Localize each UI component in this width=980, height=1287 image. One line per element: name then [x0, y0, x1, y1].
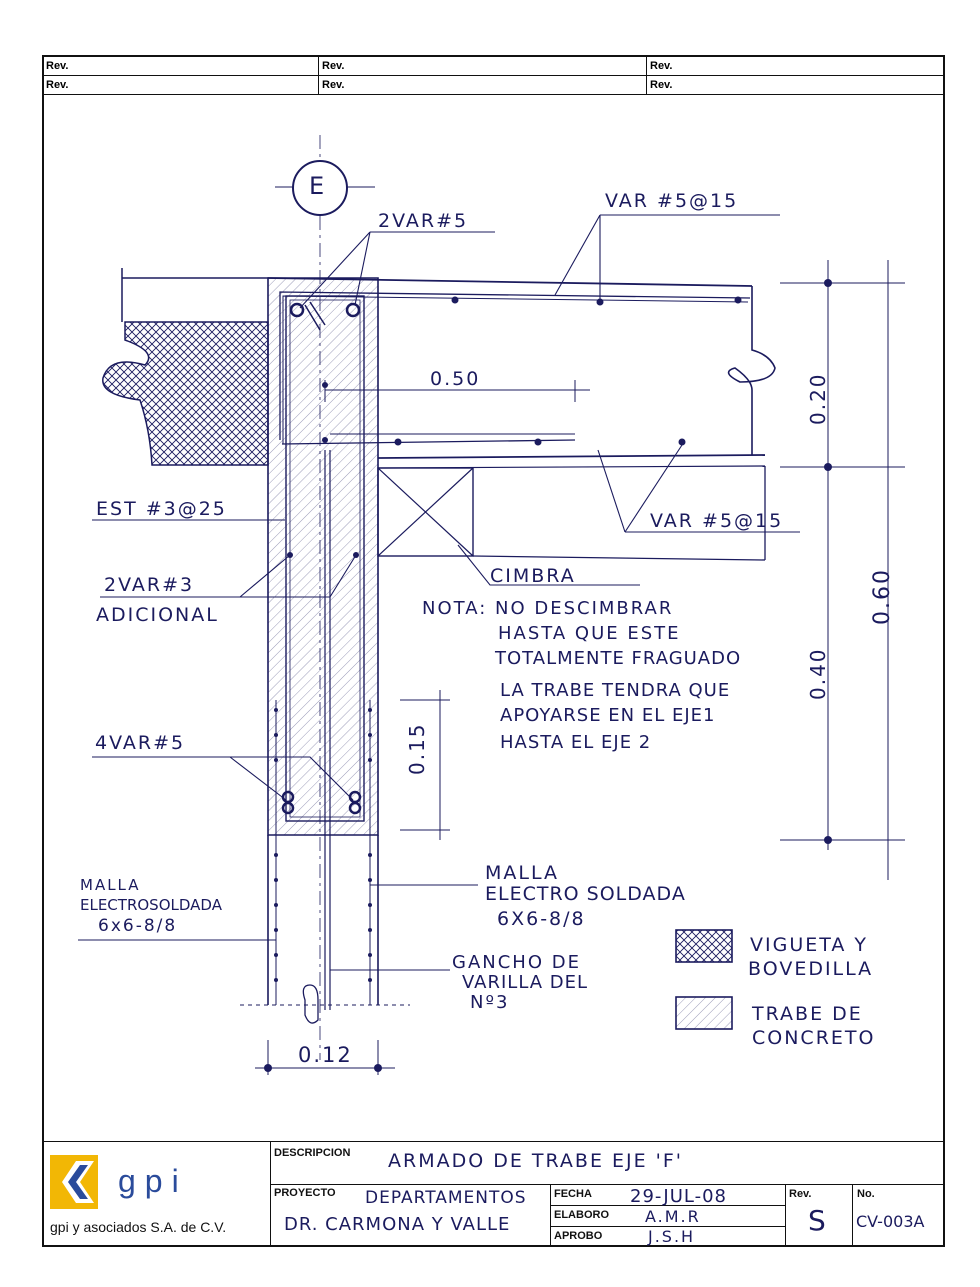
aprobo-label: APROBO	[554, 1230, 603, 1242]
leader-lines	[78, 214, 800, 971]
rev-label: Rev.	[46, 60, 69, 72]
proyecto-label: PROYECTO	[274, 1187, 336, 1199]
legend-trabe-2: CONCRETO	[752, 1027, 876, 1049]
title-block-top-border	[42, 1141, 945, 1142]
descripcion-label: DESCRIPCION	[274, 1147, 351, 1159]
legend-trabe-swatch	[675, 996, 733, 1030]
label-mesh-left-2: ELECTROSOLDADA	[80, 896, 222, 914]
legend-vigueta-swatch	[675, 929, 733, 963]
company-short-name: gpi	[118, 1163, 188, 1199]
elaboro-value: A.M.R	[645, 1207, 701, 1226]
label-mesh-right-1: MALLA	[485, 862, 559, 884]
label-mesh-right-2: ELECTRO SOLDADA	[485, 883, 686, 905]
label-wall-width: 0.12	[298, 1043, 353, 1067]
rev-block-label: Rev.	[789, 1188, 812, 1200]
revision-row-2: Rev. Rev. Rev.	[42, 76, 945, 95]
label-mesh-left-3: 6x6-8/8	[98, 916, 178, 936]
vigueta-bovedilla-section	[102, 321, 269, 466]
elaboro-label: ELABORO	[554, 1209, 609, 1221]
rev-divider	[318, 57, 319, 95]
legend-vigueta-1: VIGUETA Y	[750, 934, 869, 956]
label-dim-060: 0.60	[870, 568, 895, 625]
descripcion-value: ARMADO DE TRABE EJE 'F'	[388, 1150, 684, 1172]
axis-marker-circle	[292, 160, 348, 216]
label-hook-3: Nº3	[470, 992, 510, 1013]
slab-break-line	[727, 286, 776, 455]
label-slab-bottom-rebar: VAR #5@15	[650, 510, 784, 532]
no-value: CV-003A	[856, 1212, 925, 1231]
company-logo	[50, 1155, 98, 1209]
note-line-2: HASTA QUE ESTE	[498, 623, 681, 644]
revision-row-1: Rev. Rev. Rev.	[42, 57, 945, 76]
rev-label: Rev.	[650, 60, 673, 72]
note-line-3: TOTALMENTE FRAGUADO	[495, 648, 742, 669]
rebar-dots	[281, 296, 742, 815]
title-block-divider	[270, 1141, 271, 1247]
label-dim-040: 0.40	[806, 647, 830, 700]
label-hook-2: VARILLA DEL	[462, 972, 589, 993]
label-additional-bars: 2VAR#3	[104, 574, 195, 596]
shoring-box	[377, 467, 474, 557]
rev-label: Rev.	[650, 79, 673, 91]
fecha-label: FECHA	[554, 1188, 592, 1200]
rev-block-value: S	[808, 1204, 828, 1237]
proyecto-line-1: DEPARTAMENTOS	[365, 1188, 527, 1208]
hook-detail	[302, 984, 319, 1024]
legend-vigueta-2: BOVEDILLA	[748, 958, 874, 980]
rev-label: Rev.	[46, 79, 69, 91]
label-additional: ADICIONAL	[96, 604, 219, 626]
label-mesh-right-3: 6X6-8/8	[497, 908, 586, 930]
drawing-frame	[42, 55, 945, 1247]
fecha-value: 29-JUL-08	[630, 1186, 727, 1207]
label-top-bars: 2VAR#5	[378, 210, 469, 232]
note-line-5: APOYARSE EN EL EJE1	[500, 705, 716, 726]
label-bottom-bars: 4VAR#5	[95, 732, 186, 754]
proyecto-line-2: DR. CARMONA Y VALLE	[284, 1214, 511, 1235]
label-slab-width: 0.50	[430, 368, 481, 390]
note-line-4: LA TRABE TENDRA QUE	[500, 680, 731, 701]
note-line-1: NOTA: NO DESCIMBRAR	[422, 598, 674, 619]
axis-marker-label: E	[309, 172, 325, 200]
label-stirrups: EST #3@25	[96, 498, 227, 520]
aprobo-value: J.S.H	[648, 1227, 696, 1246]
legend-trabe-1: TRABE DE	[752, 1003, 863, 1025]
label-shoring: CIMBRA	[490, 565, 576, 587]
label-hook-1: GANCHO DE	[452, 952, 581, 973]
no-label: No.	[857, 1188, 875, 1200]
beam-section	[267, 277, 379, 836]
rev-divider	[646, 57, 647, 95]
label-mesh-left-1: MALLA	[80, 876, 141, 894]
note-line-6: HASTA EL EJE 2	[500, 732, 652, 753]
rev-label: Rev.	[322, 79, 345, 91]
label-dim-020: 0.20	[806, 372, 830, 425]
logo-icon	[50, 1155, 98, 1209]
rev-label: Rev.	[322, 60, 345, 72]
label-slab-top-rebar: VAR #5@15	[605, 190, 739, 212]
label-dim-015: 0.15	[405, 722, 429, 775]
company-full-name: gpi y asociados S.A. de C.V.	[50, 1219, 227, 1235]
